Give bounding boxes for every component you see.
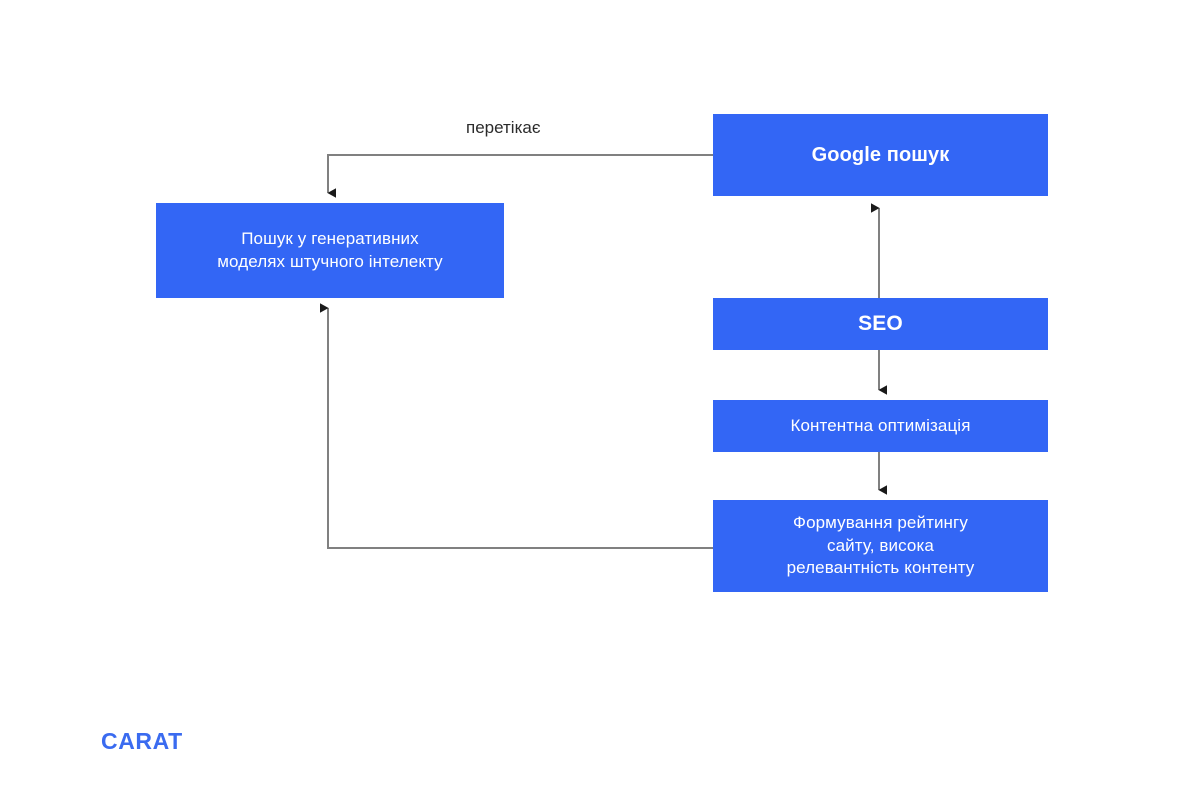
node-google-search-label: Google пошук bbox=[811, 143, 950, 166]
edge-ranking-to-genai bbox=[320, 303, 713, 549]
carat-logo: CARAT bbox=[101, 728, 183, 754]
node-content-optimization[interactable]: Контентна оптимізація bbox=[713, 400, 1048, 452]
node-generative-ai-search[interactable]: Пошук у генеративних моделях штучного ін… bbox=[156, 203, 504, 298]
node-google-search[interactable]: Google пошук bbox=[713, 114, 1048, 196]
node-generative-ai-search-label: Пошук у генеративних моделях штучного ін… bbox=[217, 229, 443, 271]
edge-google-to-genai bbox=[327, 154, 713, 198]
node-content-optimization-label: Контентна оптимізація bbox=[790, 415, 971, 435]
node-seo-label: SEO bbox=[858, 312, 903, 336]
node-site-ranking-label: Формування рейтингу сайту, висока релева… bbox=[786, 513, 975, 578]
node-site-ranking[interactable]: Формування рейтингу сайту, висока релева… bbox=[713, 500, 1048, 592]
edge-label-flows-into: перетікає bbox=[466, 118, 541, 137]
node-seo[interactable]: SEO bbox=[713, 298, 1048, 350]
